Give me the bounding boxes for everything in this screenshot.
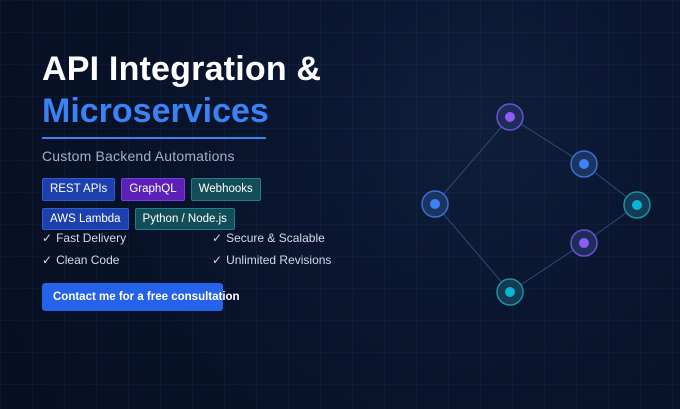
- feature-list: ✓Fast Delivery ✓Secure & Scalable ✓Clean…: [42, 231, 362, 267]
- feature-label: Secure & Scalable: [226, 231, 325, 246]
- network-edge: [583, 204, 638, 244]
- contact-cta-button[interactable]: Contact me for a free consultation: [42, 283, 240, 312]
- check-icon: ✓: [42, 231, 53, 246]
- feature-unlimited-revisions: ✓Unlimited Revisions: [212, 253, 362, 267]
- check-icon: ✓: [212, 231, 223, 246]
- hero-content: API Integration & Microservices Custom B…: [42, 50, 362, 312]
- tag-rest-apis: REST APIs: [42, 178, 116, 201]
- feature-label: Fast Delivery: [56, 231, 127, 246]
- network-edge: [434, 203, 511, 293]
- node-upper-right: [570, 150, 598, 178]
- node-right: [623, 191, 651, 219]
- network-edge: [583, 163, 638, 206]
- check-icon: ✓: [212, 253, 223, 268]
- feature-label: Clean Code: [56, 253, 120, 268]
- hero-title-line-2: Microservices: [42, 91, 269, 130]
- feature-fast-delivery: ✓Fast Delivery: [42, 231, 212, 245]
- hero-title-line-1: API Integration &: [42, 50, 322, 88]
- tag-aws-lambda: AWS Lambda: [42, 207, 129, 231]
- feature-secure-scalable: ✓Secure & Scalable: [212, 231, 362, 245]
- title-underline: [42, 137, 266, 140]
- node-lower-right: [570, 229, 598, 257]
- network-edge: [509, 242, 585, 293]
- network-edges: [434, 116, 638, 293]
- node-left: [421, 190, 449, 218]
- tag-row-1: REST APIs GraphQL Webhooks: [42, 178, 362, 201]
- network-edge: [434, 116, 511, 205]
- feature-clean-code: ✓Clean Code: [42, 253, 212, 267]
- network-edge: [509, 116, 585, 165]
- feature-label: Unlimited Revisions: [226, 253, 332, 268]
- tag-webhooks: Webhooks: [190, 178, 261, 201]
- tag-python-node: Python / Node.js: [134, 207, 235, 231]
- check-icon: ✓: [42, 253, 53, 268]
- tag-graphql: GraphQL: [121, 178, 185, 201]
- hero-subtitle: Custom Backend Automations: [42, 148, 235, 165]
- node-top: [496, 103, 524, 131]
- tag-row-2: AWS Lambda Python / Node.js: [42, 207, 362, 231]
- node-bottom: [496, 278, 524, 306]
